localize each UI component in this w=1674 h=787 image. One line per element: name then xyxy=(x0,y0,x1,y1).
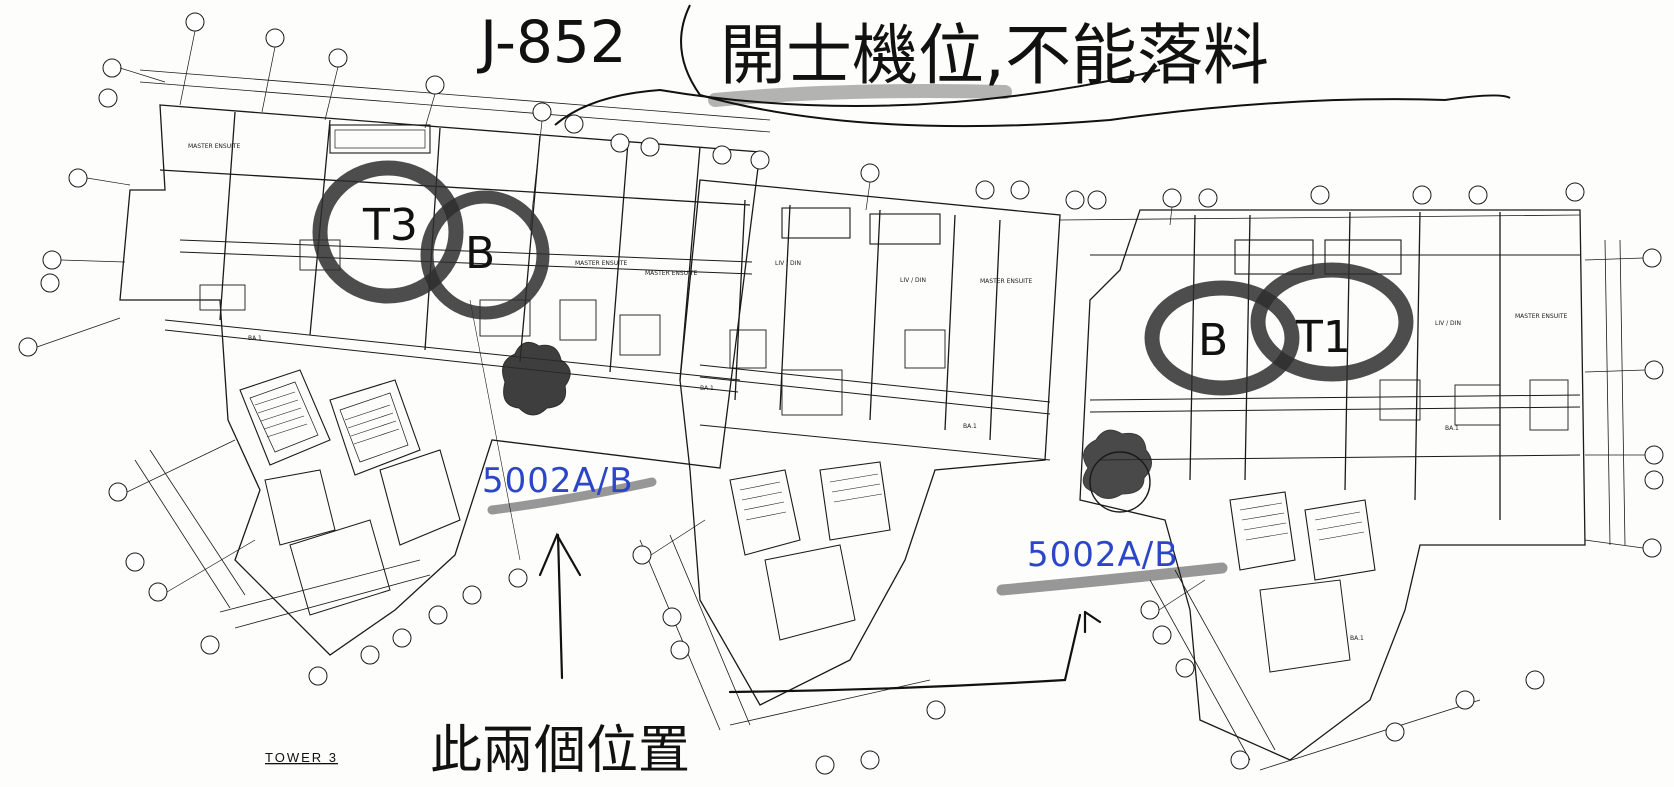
middle-wing-plan xyxy=(639,179,1061,731)
svg-text:BA.1: BA.1 xyxy=(963,423,977,430)
bubble-label-t3: T3 xyxy=(362,200,418,251)
bottom-note: 此兩個位置 xyxy=(430,721,690,781)
svg-text:MASTER ENSUITE: MASTER ENSUITE xyxy=(980,278,1033,285)
job-reference: J-852 xyxy=(477,8,627,76)
svg-text:MASTER ENSUITE: MASTER ENSUITE xyxy=(575,260,628,267)
tower-label: TOWER 3 xyxy=(265,750,338,765)
bubble-label-b-left: B xyxy=(465,228,495,279)
bubble-label-t1: T1 xyxy=(1295,312,1351,363)
svg-text:BA.1: BA.1 xyxy=(700,385,714,392)
header-underline xyxy=(680,4,1511,128)
right-wing-plan xyxy=(1059,209,1626,771)
location-label-left: 5002A/B xyxy=(482,461,634,501)
location-label-right: 5002A/B xyxy=(1027,535,1179,575)
svg-text:BA.1: BA.1 xyxy=(1445,425,1459,432)
svg-text:BA.1: BA.1 xyxy=(1350,635,1364,642)
svg-text:MASTER ENSUITE: MASTER ENSUITE xyxy=(188,143,241,150)
svg-text:LIV / DIN: LIV / DIN xyxy=(1435,320,1461,327)
left-wing-plan xyxy=(119,69,771,656)
bubble-label-b-right: B xyxy=(1198,315,1228,366)
instruction-note: 開士機位,不能落料 xyxy=(720,17,1269,94)
svg-text:MASTER ENSUITE: MASTER ENSUITE xyxy=(645,270,698,277)
left-circle-marks xyxy=(312,160,550,320)
grid-bubbles xyxy=(18,12,1664,775)
marker-scribbles xyxy=(502,341,1152,513)
right-circle-marks xyxy=(1144,262,1414,396)
highlighter-marks xyxy=(487,84,1228,596)
svg-text:BA.1: BA.1 xyxy=(248,335,262,342)
svg-text:LIV / DIN: LIV / DIN xyxy=(775,260,801,267)
header-swoop xyxy=(554,69,1161,126)
svg-text:MASTER ENSUITE: MASTER ENSUITE xyxy=(1515,313,1568,320)
room-tags: MASTER ENSUITE MASTER ENSUITE MASTER ENS… xyxy=(188,143,1568,642)
svg-text:LIV / DIN: LIV / DIN xyxy=(900,277,926,284)
pointer-arrows xyxy=(538,532,1102,694)
